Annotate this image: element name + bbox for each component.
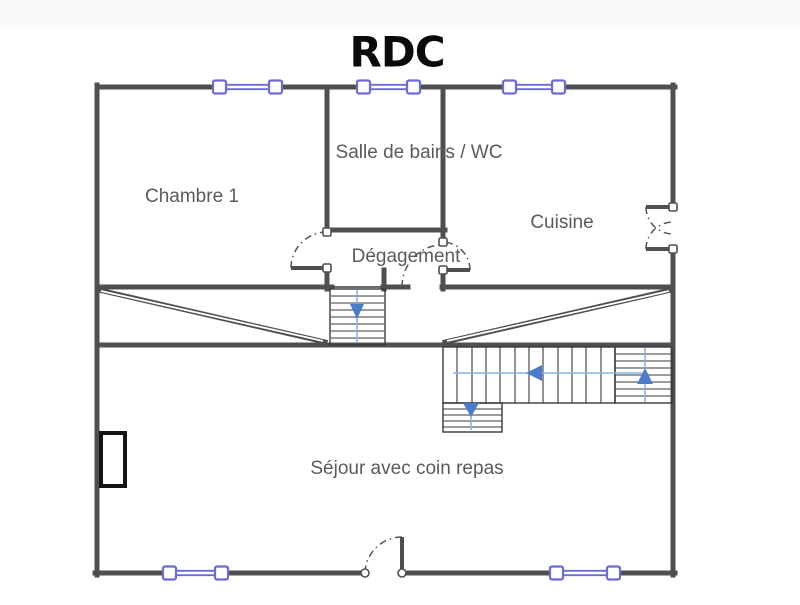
- room-label-degagement: Dégagement: [351, 246, 461, 267]
- double-door-cuisine: [645, 202, 678, 254]
- fireplace: [99, 431, 127, 488]
- window-bottom-sejour-right: [548, 565, 622, 581]
- window-bottom-sejour-left: [161, 565, 230, 581]
- door-chambre: [290, 227, 332, 273]
- arrow-up-icon: [637, 368, 653, 384]
- room-label-chambre-1: Chambre 1: [145, 186, 239, 207]
- window-top-chambre: [211, 79, 284, 95]
- staircase-hall: [329, 288, 386, 346]
- exterior-walls: [92, 82, 678, 578]
- room-label-salle-de-bains: Salle de bains / WC: [335, 142, 503, 163]
- page-title: RDC: [349, 27, 445, 77]
- diagonal-brace-left: [96, 287, 328, 345]
- arrow-left-icon: [526, 365, 542, 381]
- room-label-sejour: Séjour avec coin repas: [310, 458, 504, 479]
- window-top-cuisine: [501, 79, 567, 95]
- room-label-cuisine: Cuisine: [530, 212, 594, 233]
- arrow-down-icon: [463, 403, 479, 417]
- window-top-salle-de-bains: [355, 79, 422, 95]
- diagonal-brace-right: [442, 287, 674, 345]
- top-margin-strip: [0, 0, 800, 28]
- door-entrance: [360, 536, 407, 578]
- door-degagement-cuisine: [438, 237, 471, 275]
- arrow-down-icon: [350, 304, 364, 319]
- staircase-main: [442, 346, 673, 433]
